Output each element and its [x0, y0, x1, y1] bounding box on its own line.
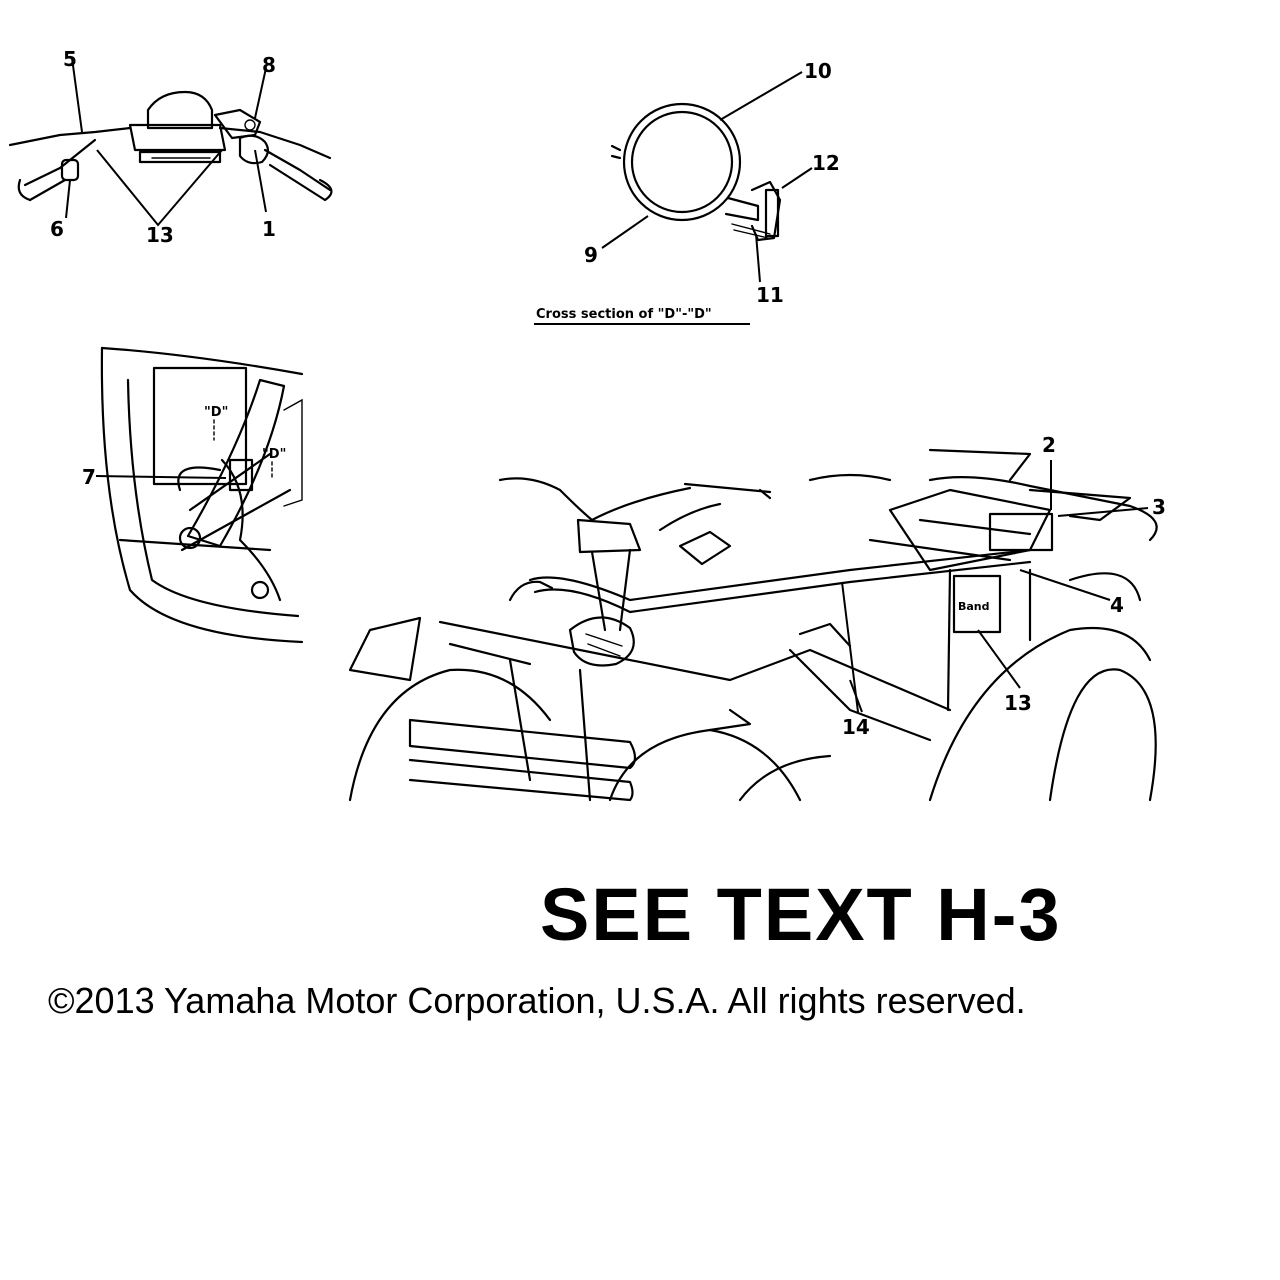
atv-frame-svg: Band 2 3 4 13 14 — [348, 433, 1166, 802]
handlebar-detail: 5 6 13 8 1 — [0, 40, 360, 260]
handlebar-drawing: 5 6 13 8 1 — [8, 47, 333, 247]
callout-6: 6 — [50, 217, 64, 241]
atv-frame-drawing: Band 2 3 4 13 14 — [330, 420, 1200, 820]
steering-column-detail: 7 "D" "D" — [70, 340, 310, 650]
callout-8: 8 — [262, 53, 276, 77]
callout-4: 4 — [1110, 593, 1124, 617]
see-text-reference: SEE TEXT H-3 — [540, 873, 1062, 956]
cross-section-detail: 10 12 9 11 Cross section of "D"-"D" — [520, 50, 860, 340]
clamp-drawing: 10 12 9 11 Cross section of "D"-"D" — [534, 59, 840, 325]
section-mark-right: "D" — [262, 447, 286, 462]
steering-drawing: 7 "D" "D" — [82, 346, 304, 644]
callout-14: 14 — [842, 715, 870, 739]
callout-13: 13 — [146, 223, 174, 247]
callout-1: 1 — [262, 217, 276, 241]
callout-13-band: 13 — [1004, 691, 1032, 715]
callout-5: 5 — [63, 47, 77, 71]
cross-section-caption: Cross section of "D"-"D" — [536, 307, 712, 322]
callout-10: 10 — [804, 59, 832, 83]
callout-3: 3 — [1152, 495, 1166, 519]
band-label: Band — [958, 600, 990, 613]
copyright-notice: ©2013 Yamaha Motor Corporation, U.S.A. A… — [48, 980, 1026, 1021]
callout-9: 9 — [584, 243, 598, 267]
callout-7: 7 — [82, 465, 96, 489]
callout-12: 12 — [812, 151, 840, 175]
callout-11: 11 — [756, 283, 784, 307]
callout-2: 2 — [1042, 433, 1056, 457]
section-mark-left: "D" — [204, 405, 228, 420]
